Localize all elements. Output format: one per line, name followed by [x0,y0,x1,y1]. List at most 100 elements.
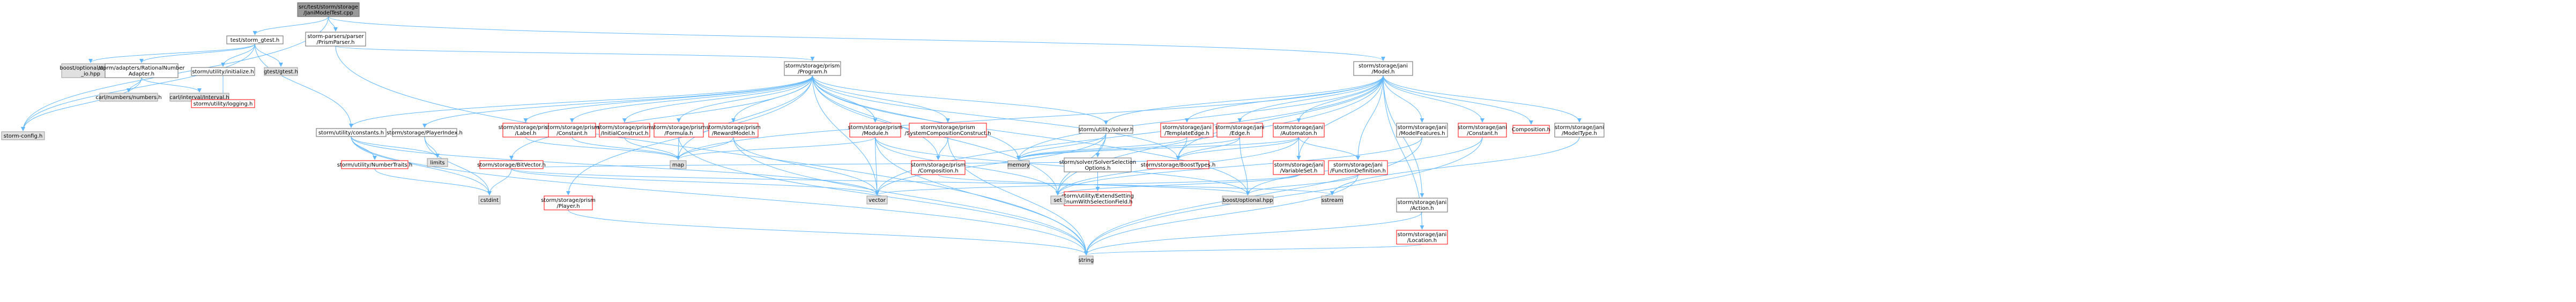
node-label-edge-1: /Edge.h [1229,131,1250,137]
node-label-root-0: src/test/storm/storage [299,4,358,10]
edge-solverh-to-memory [1016,133,1107,160]
node-player[interactable]: storm/storage/prism/Player.h [541,195,596,210]
node-label-module-1: /Module.h [862,131,888,137]
node-module[interactable]: storm/storage/prism/Module.h [848,123,903,138]
node-label-boostoptio-1: _io.hpp [80,71,100,77]
node-label-set-0: set [1053,198,1061,203]
node-edge[interactable]: storm/storage/jani/Edge.h [1215,123,1265,138]
node-program[interactable]: storm/storage/prism/Program.h [784,61,841,76]
node-playerindex[interactable]: storm/storage/PlayerIndex.h [387,128,463,137]
node-gtest[interactable]: test/storm_gtest.h [226,35,284,44]
node-label-bitvector-0: storm/storage/BitVector.h [477,162,546,168]
node-label-module-0: storm/storage/prism [848,125,903,131]
edge-janimodel-to-memory [1016,75,1384,160]
node-boosttypes[interactable]: storm/storage/BoostTypes.h [1141,160,1216,169]
edge-funcdef-to-boostopt [1245,174,1358,195]
node-label-initconstruct-0: storm/storage/prism [597,125,652,131]
edge-program-to-initconstruct [622,75,813,123]
edge-numtraits-to-cstdint [374,168,492,195]
node-box-templateedge [1160,123,1214,138]
edge-module-to-set [875,137,1060,195]
node-initconstruct[interactable]: storm/storage/prism/InitialConstruct.h [597,123,652,138]
edge-constants-to-limits [351,136,440,158]
node-janiaction[interactable]: storm/storage/jani/Action.h [1396,198,1448,213]
node-box-sstream [1321,195,1343,205]
edge-janimodel-to-janiconstant [1383,75,1484,123]
edge-automaton-to-boosttypes [1176,137,1299,160]
node-numtraits[interactable]: storm/utility/NumberTraits.h [337,160,413,169]
node-box-root [297,2,360,17]
node-janiconstant[interactable]: storm/storage/jani/Constant.h [1458,123,1507,138]
node-constants[interactable]: storm/utility/constants.h [316,128,387,137]
edge-program-to-constants [349,75,813,128]
edge-module-to-boostopt [875,137,1250,195]
edge-gtest-to-initialize [221,43,255,67]
node-reward[interactable]: storm/storage/prism/RewardModel.h [706,123,761,138]
edge-program-to-bitvector [509,75,813,160]
node-label-varset-0: storm/storage/jani [1274,162,1324,168]
edge-rational-to-carlint [141,77,202,93]
edge-program-to-solverh [812,75,1108,125]
node-box-map [670,160,687,169]
node-cstdint: cstdint [478,195,501,205]
node-modeltype[interactable]: storm/storage/jani/ModelType.h [1554,123,1605,138]
node-label-memory-0: memory [1007,162,1030,168]
edge-bitvector-to-sstream [511,168,1334,195]
node-templateedge[interactable]: storm/storage/jani/TemplateEdge.h [1160,123,1214,138]
edge-label-to-map [525,137,680,160]
node-label-string-0: string [1079,258,1094,263]
node-box-janiconstant [1458,123,1507,138]
node-memory: memory [1007,160,1030,169]
node-formula[interactable]: storm/storage/prism/Formula.h [651,123,706,138]
node-label-solversel-1: Options.h [1085,165,1110,171]
node-modelfeat[interactable]: storm/storage/jani/ModelFeatures.h [1396,123,1448,138]
node-syscomp[interactable]: storm/storage/prism/SystemCompositionCon… [904,123,991,138]
node-box-boosttypes [1147,160,1209,169]
edge-janimodel-to-map [676,75,1384,160]
node-box-module [849,123,901,138]
node-bitvector[interactable]: storm/storage/BitVector.h [477,160,546,169]
node-label[interactable]: storm/storage/prism/Label.h [499,123,553,138]
edge-program-to-memory [812,75,1021,160]
node-sstream: sstream [1321,195,1343,205]
edge-program-to-syscomp [812,75,950,123]
node-automaton[interactable]: storm/storage/jani/Automaton.h [1273,123,1325,138]
node-extendset[interactable]: storm/utility/ExtendSettingEnumWithSelec… [1061,191,1134,206]
edge-janimodel-to-compositionh [1383,75,1533,125]
node-pconstant[interactable]: storm/storage/prism/Constant.h [545,123,599,138]
node-janimodel[interactable]: storm/storage/jani/Model.h [1353,61,1413,76]
edge-reward-to-vector [733,137,879,195]
node-label-stormconfig-0: storm-config.h [4,133,43,139]
node-label-composition-1: /Composition.h [918,168,958,174]
node-label-program-0: storm/storage/prism [785,63,840,69]
node-label-location-0: storm/storage/jani [1398,232,1447,238]
node-solverh[interactable]: storm/utility/solver.h [1079,125,1134,134]
node-box-compositionh [1512,125,1550,134]
edge-program-to-boostopt [812,75,1250,195]
node-logging[interactable]: storm/utility/logging.h [191,99,255,108]
edge-reward-to-string [733,137,1088,255]
node-label-automaton-0: storm/storage/jani [1274,125,1324,131]
node-label-formula-1: /Formula.h [664,131,693,137]
node-location[interactable]: storm/storage/jani/Location.h [1396,230,1448,245]
node-label-parser-1: /PrismParser.h [317,40,355,46]
node-box-janiaction [1396,198,1448,213]
node-label-funcdef-0: storm/storage/jani [1333,162,1383,168]
node-box-gtest [226,35,284,44]
node-initialize[interactable]: storm/utility/initialize.h [191,67,255,76]
edge-constants-to-cstdint [351,136,492,195]
node-box-syscomp [909,123,987,138]
node-root[interactable]: src/test/storm/storage/JaniModelTest.cpp [297,2,360,17]
node-composition[interactable]: storm/storage/prism/Composition.h [911,160,966,175]
node-funcdef[interactable]: storm/storage/jani/FunctionDefinition.h [1328,160,1388,175]
edge-playerindex-to-cstdint [424,136,492,195]
edge-program-to-boosttypes [812,75,1181,160]
node-parser[interactable]: storm-parsers/parser/PrismParser.h [305,32,366,47]
node-label-syscomp-1: /SystemCompositionConstruct.h [904,131,991,137]
node-label-solversel-0: storm/solver/SolverSelection [1059,160,1136,165]
node-varset[interactable]: storm/storage/jani/VariableSet.h [1273,160,1325,175]
node-box-composition [911,160,966,175]
node-compositionh[interactable]: Composition.h [1512,125,1550,134]
